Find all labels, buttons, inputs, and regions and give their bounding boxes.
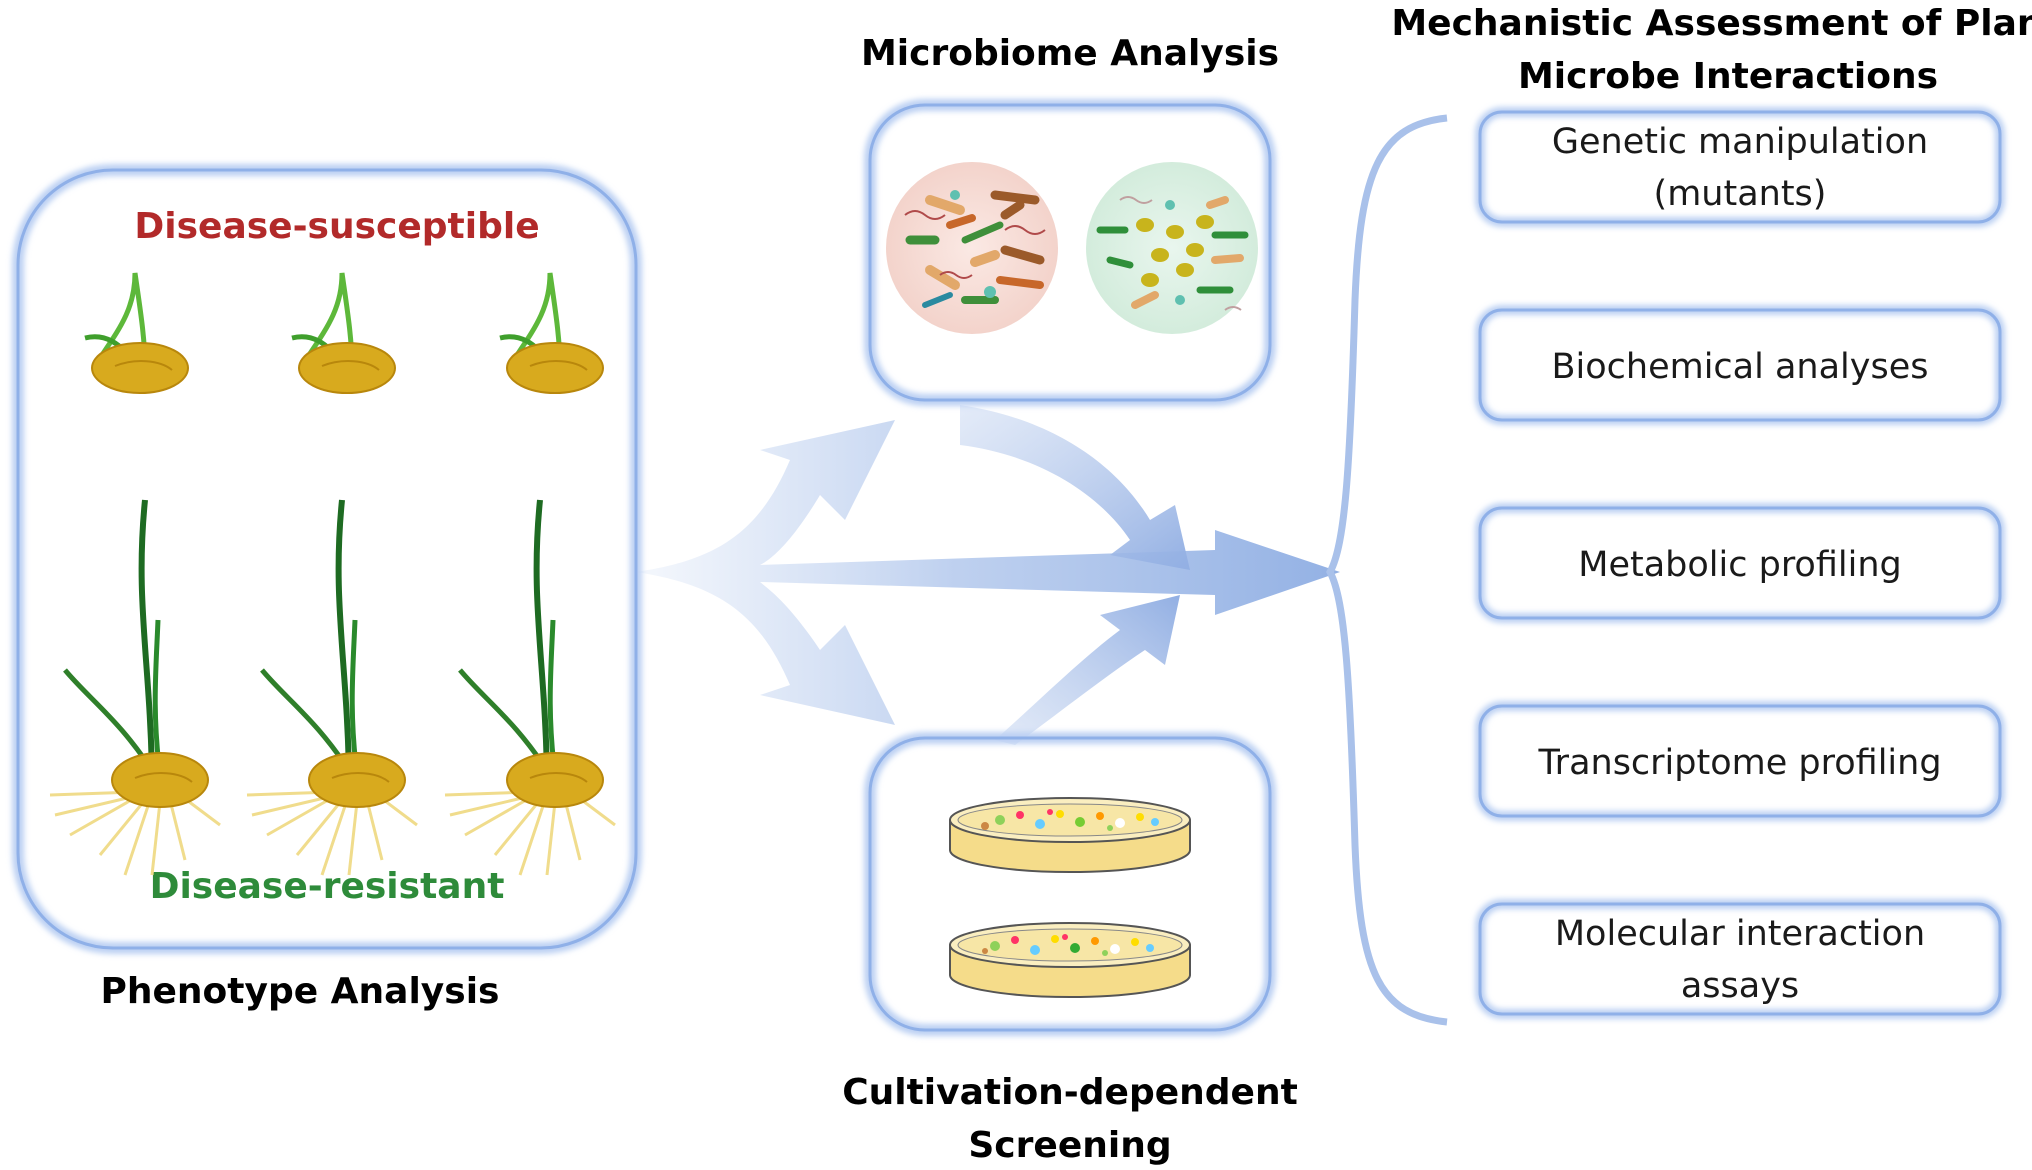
method-box-outline bbox=[1478, 704, 2002, 818]
method-label: Molecular interaction bbox=[1555, 914, 1925, 954]
method-label: Genetic manipulation bbox=[1552, 122, 1928, 162]
phenotype-title: Phenotype Analysis bbox=[101, 971, 500, 1012]
cultivation-title-line2: Screening bbox=[968, 1125, 1171, 1166]
phenotype-box-outline bbox=[16, 168, 638, 950]
method-box-outline bbox=[1478, 902, 2002, 1016]
microbiome-box-outline bbox=[868, 103, 1272, 402]
seed-icon bbox=[308, 752, 406, 808]
method-box-outline bbox=[1478, 308, 2002, 422]
susceptible-label: Disease-susceptible bbox=[134, 206, 539, 247]
cultivation-panel: Cultivation-dependent Screening bbox=[842, 732, 1298, 1166]
method-box-outline bbox=[1478, 110, 2002, 224]
phenotype-panel: Disease-susceptible Disease-resistant bbox=[12, 164, 642, 1012]
method-label: Transcriptome profiling bbox=[1537, 743, 1941, 783]
seed-icon bbox=[111, 752, 209, 808]
method-label: (mutants) bbox=[1654, 174, 1827, 214]
petri-dish-icon bbox=[949, 797, 1191, 873]
seed-icon bbox=[506, 342, 604, 394]
seed-icon bbox=[506, 752, 604, 808]
microbiome-panel: Microbiome Analysis bbox=[861, 33, 1279, 406]
susceptible-seedling bbox=[84, 272, 189, 394]
method-box-outline bbox=[1478, 506, 2002, 620]
seed-icon bbox=[298, 342, 396, 394]
resistant-plant bbox=[49, 499, 221, 876]
method-item: Metabolic profiling bbox=[1475, 503, 2005, 623]
main-arrow bbox=[636, 420, 1340, 725]
resistant-plant bbox=[444, 499, 616, 876]
resistant-plant bbox=[246, 499, 418, 876]
susceptible-seedling bbox=[291, 272, 396, 394]
cultivation-title-line1: Cultivation-dependent bbox=[842, 1072, 1298, 1113]
method-label: Biochemical analyses bbox=[1552, 347, 1929, 387]
method-label: assays bbox=[1681, 966, 1799, 1006]
cultivation-box-outline bbox=[868, 736, 1272, 1032]
flow-arrows bbox=[636, 405, 1340, 745]
method-item: Genetic manipulation (mutants) bbox=[1475, 107, 2005, 227]
method-item: Molecular interaction assays bbox=[1475, 899, 2005, 1019]
mechanistic-panel: Mechanistic Assessment of Plant- Microbe… bbox=[1326, 3, 2032, 1026]
phenotype-box bbox=[12, 164, 642, 954]
seed-icon bbox=[91, 342, 189, 394]
method-item: Biochemical analyses bbox=[1475, 305, 2005, 425]
petri-dish-icon bbox=[949, 922, 1191, 998]
brace-connector bbox=[1326, 114, 1448, 1026]
resistant-label: Disease-resistant bbox=[150, 866, 505, 907]
microbiome-to-junction-arrow bbox=[960, 405, 1190, 570]
cultivation-to-junction-arrow bbox=[995, 595, 1180, 745]
method-label: Metabolic profiling bbox=[1578, 545, 1902, 585]
microbiome-title: Microbiome Analysis bbox=[861, 33, 1279, 74]
mechanistic-title-line2: Microbe Interactions bbox=[1518, 56, 1938, 97]
method-item: Transcriptome profiling bbox=[1475, 701, 2005, 821]
susceptible-seedling bbox=[499, 272, 604, 394]
microbe-dish-icon bbox=[886, 162, 1258, 334]
mechanistic-title-line1: Mechanistic Assessment of Plant- bbox=[1391, 3, 2032, 44]
